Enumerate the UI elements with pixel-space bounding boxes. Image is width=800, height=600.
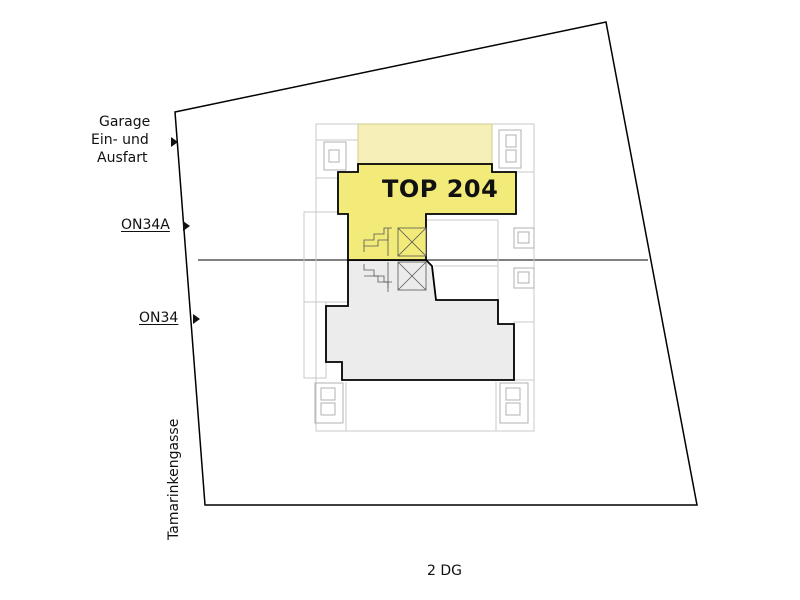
street-label: Tamarinkengasse [166,418,182,540]
other-unit-area [325,259,515,381]
garage-label-line-3: Ausfart [97,150,148,166]
unit-top-204[interactable] [337,163,517,261]
entrance-on34a-label[interactable]: ON34A [121,217,170,233]
entrance-on34-label[interactable]: ON34 [139,310,179,326]
floor-label: 2 DG [427,563,462,579]
stair-core [363,227,427,292]
terrace-area [357,123,493,165]
entrance-on34a-arrow-icon [183,221,190,231]
entrance-on34-arrow-icon [193,314,200,324]
garage-label-line-2: Ein- und [91,132,149,148]
garage-label-line-1: Garage [99,114,151,130]
garage-arrow-icon [171,137,178,147]
site-boundary [174,21,698,506]
unit-title: TOP 204 [382,175,499,203]
balcony-boxes [314,129,535,424]
